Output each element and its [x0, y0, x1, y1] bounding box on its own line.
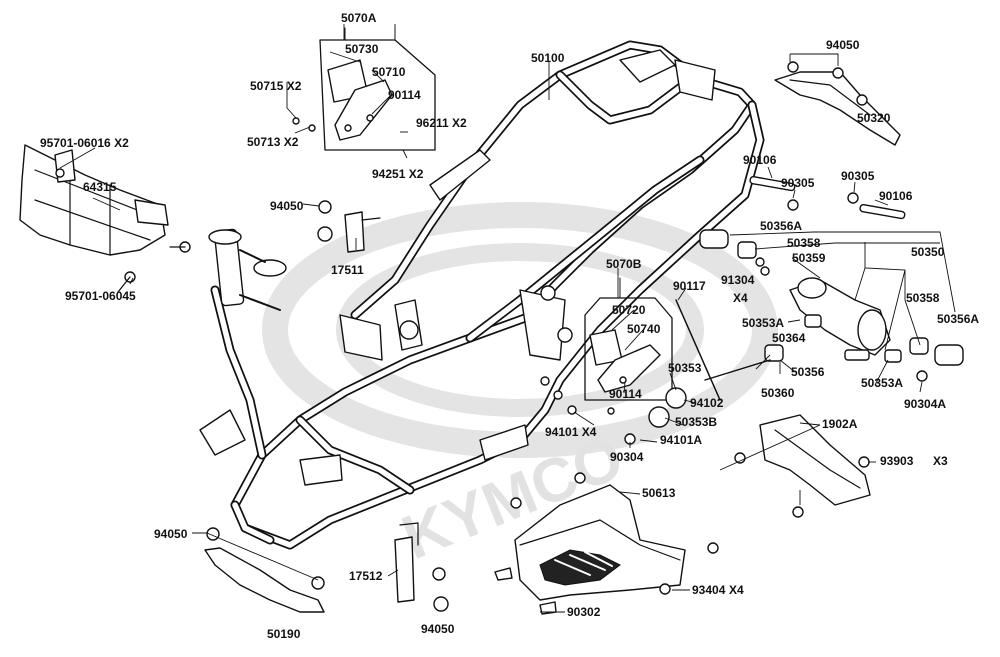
label-90304A: 90304A [904, 397, 946, 411]
label-50100: 50100 [531, 51, 565, 65]
part-labels: 5070A 50730 50710 90114 50715 X2 50713 X… [40, 11, 979, 641]
label-64315: 64315 [83, 180, 117, 194]
hanger-link-50350 [699, 176, 964, 382]
label-95701-06045: 95701-06045 [65, 289, 136, 303]
label-94101: 94101 X4 [545, 425, 597, 439]
label-50715: 50715 X2 [250, 79, 302, 93]
strap-50190 [204, 527, 325, 613]
main-frame-50100 [199, 40, 765, 550]
label-50740: 50740 [627, 322, 661, 336]
label-17511: 17511 [331, 263, 364, 277]
group-5070A [292, 27, 436, 151]
label-94050-a: 94050 [826, 38, 860, 52]
bracket-17511 [317, 200, 381, 253]
label-94101A: 94101A [660, 433, 702, 447]
label-50356: 50356 [791, 365, 825, 379]
label-90305-a: 90305 [781, 176, 815, 190]
label-90304: 90304 [610, 450, 644, 464]
label-5070B: 5070B [606, 257, 642, 271]
label-90114-b: 90114 [609, 387, 642, 401]
label-94050-c: 94050 [154, 527, 188, 541]
group-5070B [540, 277, 721, 445]
label-90106-b: 90106 [879, 189, 913, 203]
label-93903-qty: X3 [933, 454, 948, 468]
label-50720: 50720 [612, 303, 646, 317]
bracket-17512 [394, 522, 449, 612]
label-50320: 50320 [857, 111, 891, 125]
label-50359: 50359 [792, 251, 826, 265]
leader-lines [59, 24, 956, 613]
label-1902A: 1902A [822, 417, 858, 431]
label-94050-d: 94050 [421, 622, 455, 636]
label-96211: 96211 X2 [416, 116, 467, 130]
label-50353: 50353 [668, 361, 702, 375]
label-93404-qty: X4 [729, 583, 744, 597]
label-50713: 50713 X2 [247, 135, 299, 149]
label-90114-a: 90114 [388, 88, 421, 102]
bracket-64315 [19, 144, 191, 293]
label-90305-b: 90305 [841, 169, 875, 183]
label-93404: 93404 [692, 583, 726, 597]
label-50356A-a: 50356A [760, 219, 802, 233]
label-90302: 90302 [567, 605, 601, 619]
label-50356A-b: 50356A [937, 312, 979, 326]
label-91304: 91304 [721, 273, 755, 287]
label-50710: 50710 [372, 65, 406, 79]
label-50364: 50364 [772, 331, 806, 345]
label-50613: 50613 [642, 486, 676, 500]
label-50358-b: 50358 [906, 291, 940, 305]
label-94050-b: 94050 [270, 199, 304, 213]
label-50353A-b: 50353A [861, 376, 903, 390]
label-50360: 50360 [761, 386, 795, 400]
label-93903: 93903 [880, 454, 914, 468]
label-50358-a: 50358 [787, 236, 821, 250]
label-50353B: 50353B [675, 415, 717, 429]
label-50190: 50190 [267, 627, 301, 641]
linkage-50320 [774, 61, 901, 146]
skid-plate-50613 [494, 472, 719, 615]
label-50730: 50730 [345, 42, 379, 56]
label-94251: 94251 X2 [372, 167, 424, 181]
label-50350: 50350 [911, 245, 945, 259]
label-90106-a: 90106 [743, 153, 777, 167]
label-50353A-a: 50353A [742, 316, 784, 330]
label-90117: 90117 [673, 279, 706, 293]
label-17512: 17512 [349, 569, 383, 583]
cover-1902A [734, 414, 871, 518]
label-91304-qty: X4 [733, 291, 748, 305]
label-5070A: 5070A [341, 11, 377, 25]
label-95701-06016: 95701-06016 X2 [40, 136, 129, 150]
label-94102: 94102 [690, 396, 724, 410]
